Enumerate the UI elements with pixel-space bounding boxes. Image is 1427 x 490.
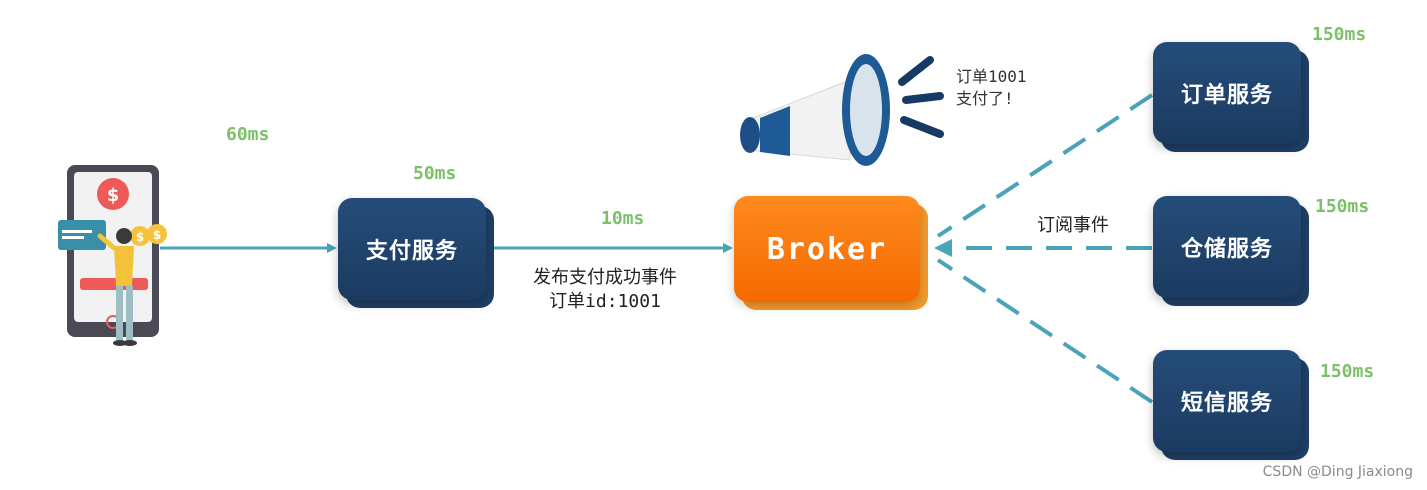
latency-storage: 150ms (1315, 196, 1370, 217)
latency-payment-to-broker: 10ms (601, 208, 645, 229)
card-icon (58, 220, 106, 250)
dollar-icon: $ (97, 178, 129, 210)
subscribe-label: 订阅事件 (1037, 215, 1109, 236)
order-service-label: 订单服务 (1153, 42, 1301, 144)
svg-text:$: $ (136, 230, 144, 244)
publish-event-line1: 发布支付成功事件 (533, 267, 677, 288)
broker-box: Broker (734, 196, 928, 310)
publish-event-line2: 订单id:1001 (549, 291, 661, 312)
payment-service-box: 支付服务 (338, 198, 494, 308)
broadcast-text: 订单1001 支付了! (956, 66, 1027, 110)
watermark-text: CSDN @Ding Jiaxiong (1262, 464, 1413, 480)
order-service-box: 订单服务 (1153, 42, 1309, 152)
dashed-order-to-broker (936, 93, 1154, 238)
dashed-sms-to-broker (936, 258, 1154, 404)
coin-icon: $ $ (130, 224, 167, 246)
sms-service-box: 短信服务 (1153, 350, 1309, 460)
latency-user-to-payment: 60ms (226, 124, 270, 145)
latency-order: 150ms (1312, 24, 1367, 45)
broker-label: Broker (734, 196, 920, 302)
svg-text:$: $ (153, 228, 161, 242)
broadcast-line1: 订单1001 (956, 67, 1027, 86)
svg-text:$: $ (107, 185, 120, 206)
broadcast-line2: 支付了! (956, 89, 1014, 108)
megaphone-icon (740, 54, 944, 166)
latency-payment: 50ms (413, 163, 457, 184)
sms-service-label: 短信服务 (1153, 350, 1301, 452)
latency-sms: 150ms (1320, 361, 1375, 382)
publish-event-label: 发布支付成功事件 订单id:1001 (505, 266, 705, 314)
storage-service-box: 仓储服务 (1153, 196, 1309, 306)
person-icon (97, 228, 137, 346)
storage-service-label: 仓储服务 (1153, 196, 1301, 298)
payment-service-label: 支付服务 (338, 198, 486, 300)
